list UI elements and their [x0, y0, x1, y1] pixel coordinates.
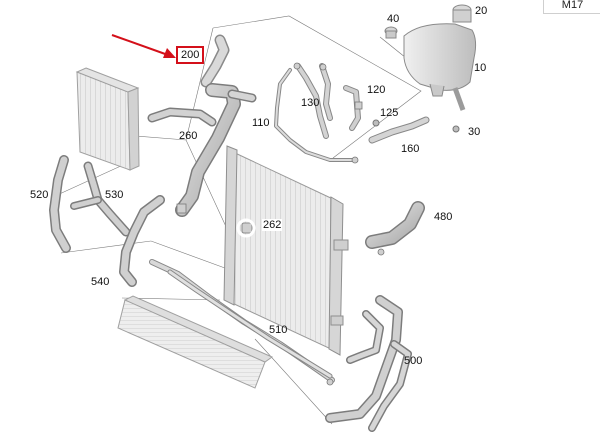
- part-label-540: 540: [91, 276, 110, 288]
- radiator: [223, 145, 349, 356]
- part-label-110: 110: [252, 117, 270, 129]
- part-label-120: 120: [367, 84, 386, 96]
- diagram-reference-tag: M17: [543, 0, 600, 14]
- part-label-200-highlighted: 200: [176, 46, 205, 64]
- part-label-30: 30: [468, 126, 481, 138]
- part-label-160: 160: [401, 143, 420, 155]
- part-label-260: 260: [179, 130, 198, 142]
- part-label-520: 520: [30, 189, 49, 201]
- part-label-40: 40: [387, 13, 400, 25]
- part-label-20: 20: [475, 5, 488, 17]
- part-label-510: 510: [269, 324, 288, 336]
- callout-arrow: [111, 34, 176, 58]
- part-label-480: 480: [434, 211, 453, 223]
- hoses: [49, 34, 430, 432]
- part-label-10: 10: [474, 62, 487, 74]
- lower-cooler: [117, 295, 274, 389]
- part-label-530: 530: [105, 189, 124, 201]
- part-label-130: 130: [301, 97, 320, 109]
- part-label-125: 125: [380, 107, 399, 119]
- expansion-tank: [372, 4, 477, 133]
- part-262-ring-marker: [236, 218, 256, 238]
- intercooler-upper: [75, 67, 140, 171]
- part-label-500: 500: [404, 355, 423, 367]
- clamps: [176, 62, 385, 386]
- part-label-262: 262: [262, 219, 283, 231]
